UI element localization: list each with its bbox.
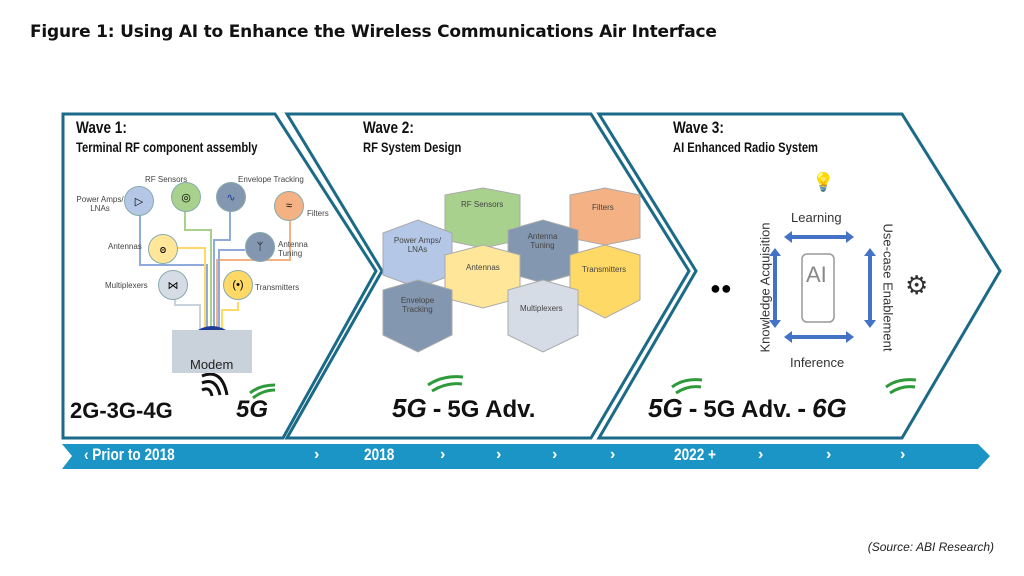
w1-label-rf-sensors: RF Sensors xyxy=(145,175,188,184)
w3-6g-logo: 6G xyxy=(812,393,847,423)
w3-sep2: - xyxy=(797,393,807,423)
ai-center-label: AI xyxy=(806,262,827,287)
timeline-bar xyxy=(62,444,990,469)
hex-transmitters xyxy=(569,244,641,319)
timeline-chevron-icon: › xyxy=(496,446,502,463)
w1-label-antennas: Antennas xyxy=(108,242,142,251)
hex-label-rf-sensors: RF Sensors xyxy=(461,200,504,209)
wave2-subtitle: RF System Design xyxy=(363,139,462,155)
antenna-icon: ꙩ xyxy=(148,234,178,264)
wave2-heading: Wave 2: xyxy=(363,118,414,137)
timeline-chevron-icon: › xyxy=(440,446,446,463)
timeline-chevron-icon: › xyxy=(826,446,832,463)
w1-label-filters: Filters xyxy=(307,209,329,218)
w3-generations: 5G - 5G Adv. - 6G xyxy=(648,393,847,424)
timeline-chevron-icon: › xyxy=(758,446,764,463)
arrow-inference xyxy=(784,331,854,343)
hex-label-filters: Filters xyxy=(592,203,614,212)
w1-label-transmitters: Transmitters xyxy=(255,283,300,292)
gear-icon: ⚙ xyxy=(905,270,929,300)
wave1-frame xyxy=(61,112,378,440)
timeline-2022: 2022 + xyxy=(674,445,716,464)
timeline-chevron-icon: › xyxy=(314,446,320,463)
w2-5g-logo: 5G xyxy=(392,393,427,423)
multiplexer-icon: ⋈ xyxy=(158,270,188,300)
hex-label-antenna-tuning: Antenna Tuning xyxy=(527,232,558,250)
inference-label: Inference xyxy=(790,355,845,370)
knowledge-acquisition-label: Knowledge Acquisition xyxy=(757,222,773,353)
timeline-chevron-icon: › xyxy=(552,446,558,463)
wave3-subtitle: AI Enhanced Radio System xyxy=(673,139,819,155)
w1-label-envelope-tracking: Envelope Tracking xyxy=(238,175,304,184)
antenna-tuning-icon: ᛘ xyxy=(245,232,275,262)
learning-label: Learning xyxy=(791,210,842,225)
timeline-2018: 2018 xyxy=(364,445,395,464)
lightbulb-book-icon: 💡 xyxy=(812,172,835,192)
w3-5g-logo: 5G xyxy=(648,393,683,423)
timeline-prior-2018: ‹ Prior to 2018 xyxy=(84,445,175,464)
hex-multiplexers xyxy=(507,279,579,353)
envelope-icon: ∿ xyxy=(216,182,246,212)
rf-sensor-icon: ◎ xyxy=(171,182,201,212)
hex-label-transmitters: Transmitters xyxy=(582,265,627,274)
hex-label-antennas: Antennas xyxy=(466,263,500,272)
arrow-knowledge xyxy=(769,248,781,328)
modem-box xyxy=(172,330,252,373)
w3-sep1: - xyxy=(688,393,698,423)
5g-swoosh-icons xyxy=(249,375,917,400)
timeline-chevron-icon: › xyxy=(900,446,906,463)
w2-5g-adv: 5G Adv. xyxy=(447,396,536,423)
ai-phone-icon xyxy=(801,253,835,323)
hex-power-amps xyxy=(382,219,453,289)
w1-5g-logo: 5G xyxy=(236,396,269,423)
w1-generations: 2G-3G-4G xyxy=(70,398,173,423)
w1-label-antenna-tuning: Antenna Tuning xyxy=(278,240,308,258)
w2-generations: 5G - 5G Adv. xyxy=(392,393,535,424)
heads-icon: ●● xyxy=(710,278,732,298)
filter-icon: ≈ xyxy=(274,191,304,221)
wave1-heading: Wave 1: xyxy=(76,118,127,137)
wave3-heading: Wave 3: xyxy=(673,118,724,137)
modem-label: Modem xyxy=(190,357,234,372)
w1-label-multiplexers: Multiplexers xyxy=(105,281,148,290)
timeline-chevron-icon: › xyxy=(610,446,616,463)
wave3-arrows xyxy=(769,231,876,343)
hex-label-envelope-tracking: Envelope Tracking xyxy=(400,296,435,314)
wave2-hexagons xyxy=(382,187,641,353)
wave1-subtitle: Terminal RF component assembly xyxy=(76,139,258,155)
hex-label-multiplexers: Multiplexers xyxy=(520,304,563,313)
hex-envelope-tracking xyxy=(382,279,453,353)
source-note: (Source: ABI Research) xyxy=(867,540,994,554)
arrow-usecase xyxy=(864,248,876,328)
hex-label-power-amps: Power Amps/ LNAs xyxy=(393,236,442,254)
hex-filters xyxy=(569,187,641,246)
amplifier-icon: ▷ xyxy=(124,186,154,216)
wave1-connectors xyxy=(139,210,291,330)
transmitter-icon: (•) xyxy=(223,270,253,300)
signal-icon xyxy=(201,372,229,397)
w1-label-power-amps: Power Amps/ LNAs xyxy=(76,195,124,213)
w3-5g-adv: 5G Adv. xyxy=(703,396,792,423)
wave2-frame xyxy=(284,112,691,440)
arrow-learning xyxy=(784,231,854,243)
w2-sep: - xyxy=(432,393,442,423)
use-case-enablement-label: Use-case Enablement xyxy=(880,223,896,352)
figure-title: Figure 1: Using AI to Enhance the Wirele… xyxy=(30,22,717,42)
wave3-frame xyxy=(596,112,1002,440)
